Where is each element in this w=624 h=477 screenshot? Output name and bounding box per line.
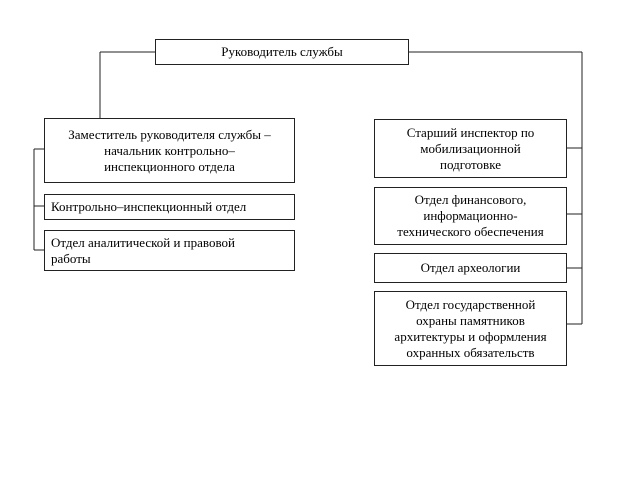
monument-protection-department-label: Отдел государственной охраны памятников …	[394, 296, 547, 360]
deputy-label: Заместитель руководителя службы – началь…	[68, 126, 271, 174]
head-box: Руководитель службы	[155, 39, 409, 65]
archaeology-department-box: Отдел археологии	[374, 253, 567, 283]
head-label: Руководитель службы	[221, 44, 343, 59]
analytical-legal-department-label: Отдел аналитической и правовой работы	[51, 234, 235, 266]
analytical-legal-department-box: Отдел аналитической и правовой работы	[44, 230, 295, 271]
archaeology-department-label: Отдел археологии	[420, 260, 521, 275]
monument-protection-department-box: Отдел государственной охраны памятников …	[374, 291, 567, 366]
senior-inspector-label: Старший инспектор по мобилизационной под…	[406, 124, 535, 172]
senior-inspector-box: Старший инспектор по мобилизационной под…	[374, 119, 567, 178]
finance-it-department-label: Отдел финансового, информационно- технич…	[397, 192, 544, 239]
control-inspection-department-box: Контрольно–инспекционный отдел	[44, 194, 295, 220]
deputy-box: Заместитель руководителя службы – началь…	[44, 118, 295, 183]
control-inspection-department-label: Контрольно–инспекционный отдел	[51, 199, 247, 214]
finance-it-department-box: Отдел финансового, информационно- технич…	[374, 187, 567, 245]
